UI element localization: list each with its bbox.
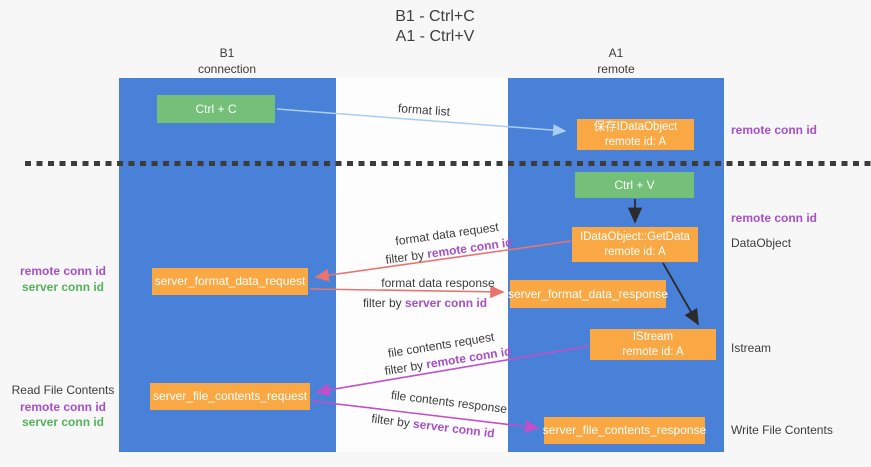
server-file-contents-response-box: server_file_contents_response: [543, 417, 706, 444]
server-format-data-response-box: server_format_data_response: [508, 280, 668, 308]
label-remote-conn-id-right-mid: remote conn id: [731, 211, 818, 225]
ctrl-v-box: Ctrl + V: [575, 172, 694, 198]
istream-box: IStream remote id: A: [590, 329, 716, 360]
diagram-title: B1 - Ctrl+C A1 - Ctrl+V: [329, 7, 541, 46]
idataobject-getdata-box: IDataObject::GetData remote id: A: [572, 227, 698, 262]
label-filter-by-server-conn-id-1: filter by server conn id: [362, 296, 488, 310]
server-file-contents-request-box: server_file_contents_request: [150, 383, 310, 410]
label-server-conn-id-left-1: server conn id: [21, 280, 105, 294]
column-header-b1: B1 connection: [197, 46, 257, 76]
label-remote-conn-id-right-top: remote conn id: [731, 123, 818, 137]
column-header-a1: A1 remote: [597, 46, 635, 76]
label-remote-conn-id-left-1: remote conn id: [19, 264, 106, 278]
title-line-1: B1 - Ctrl+C: [395, 8, 475, 25]
server-format-data-request-box: server_format_data_request: [152, 268, 308, 295]
ctrl-c-box: Ctrl + C: [157, 95, 275, 123]
label-dataobject: DataObject: [731, 236, 792, 250]
label-write-file-contents: Write File Contents: [731, 423, 833, 437]
phase-separator-dashed-line: [25, 161, 871, 166]
title-line-2: A1 - Ctrl+V: [395, 27, 475, 45]
label-server-conn-id-left-2: server conn id: [21, 415, 105, 429]
label-remote-conn-id-left-2: remote conn id: [19, 400, 106, 414]
label-format-data-response: format data response: [381, 276, 495, 290]
label-istream: Istream: [731, 341, 772, 355]
label-read-file-contents: Read File Contents: [11, 383, 115, 397]
save-idataobject-box: 保存IDataObject remote id: A: [577, 119, 694, 150]
